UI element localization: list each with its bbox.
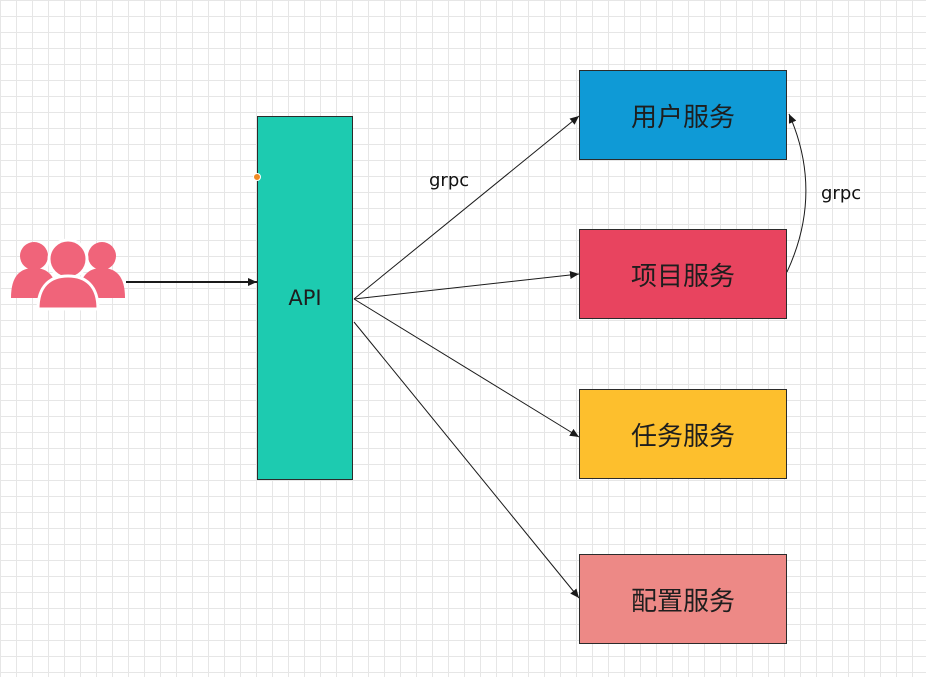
task-service-node[interactable]: 任务服务 (579, 389, 787, 479)
edge-api-to-user-service (353, 115, 580, 300)
user-service-node[interactable]: 用户服务 (579, 70, 787, 160)
users-group-icon (11, 238, 125, 311)
edge-api-to-task-service (353, 298, 580, 438)
api-node[interactable]: API (257, 116, 353, 480)
config-service-node[interactable]: 配置服务 (579, 554, 787, 644)
edge-api-to-project-service (353, 271, 580, 300)
edge-project-to-user-service (786, 113, 807, 273)
edge-api-to-config-service (353, 321, 580, 599)
edge-label-api-grpc: grpc (429, 170, 470, 191)
connection-point[interactable] (253, 173, 261, 181)
project-service-node[interactable]: 项目服务 (579, 229, 787, 319)
edge-label-project-user-grpc: grpc (821, 183, 862, 204)
